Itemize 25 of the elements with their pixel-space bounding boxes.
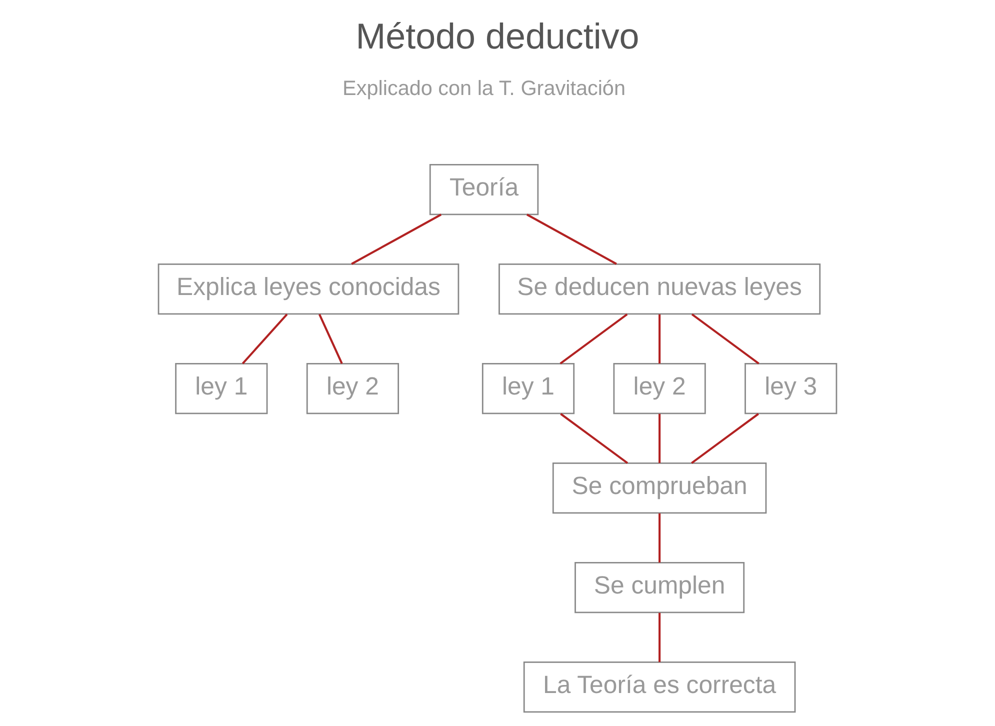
connector	[351, 214, 442, 265]
connector	[658, 513, 661, 563]
connector	[526, 214, 617, 265]
node-box: Teoría	[429, 164, 539, 216]
connector	[691, 314, 760, 364]
node-box: ley 2	[613, 363, 706, 414]
node-box: ley 3	[744, 363, 838, 414]
node-box: Se cumplen	[574, 562, 745, 614]
node-box: ley 2	[306, 363, 400, 414]
connector	[658, 414, 661, 464]
connector	[691, 413, 760, 464]
connector	[560, 314, 628, 364]
node-box: La Teoría es correcta	[523, 662, 796, 713]
node-box: ley 1	[482, 363, 575, 414]
node-box: ley 1	[175, 363, 268, 414]
diagram-title: Método deductivo	[356, 15, 640, 56]
label: Explicado con la T. Gravitación	[342, 76, 626, 100]
node-box: Se comprueban	[552, 462, 767, 514]
node-box: Explica leyes conocidas	[158, 263, 460, 315]
node-box: Se deducen nuevas leyes	[498, 263, 821, 315]
connector	[242, 314, 288, 364]
connector	[560, 413, 628, 464]
connector	[658, 314, 661, 364]
connector	[318, 314, 343, 364]
connector	[658, 612, 661, 662]
